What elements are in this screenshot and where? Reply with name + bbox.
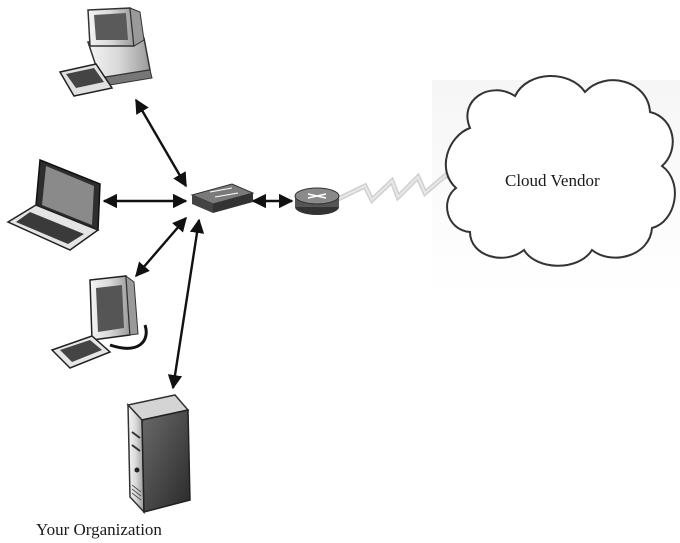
server-tower-icon: [126, 394, 191, 514]
desktop-computer-icon: [58, 7, 153, 97]
router-icon: [294, 187, 340, 215]
network-switch-icon: [190, 183, 255, 213]
cloud-vendor-label: Cloud Vendor: [505, 171, 600, 190]
laptop-icon: [6, 158, 101, 251]
organization-label: Your Organization: [36, 520, 162, 539]
arrow-desktop-switch: [134, 98, 188, 188]
arrow-server-switch: [167, 218, 205, 390]
arrow-workstation-switch: [135, 216, 187, 278]
link-arrows: [102, 98, 294, 390]
cloud-icon: [444, 75, 676, 267]
workstation-icon: [50, 274, 148, 369]
